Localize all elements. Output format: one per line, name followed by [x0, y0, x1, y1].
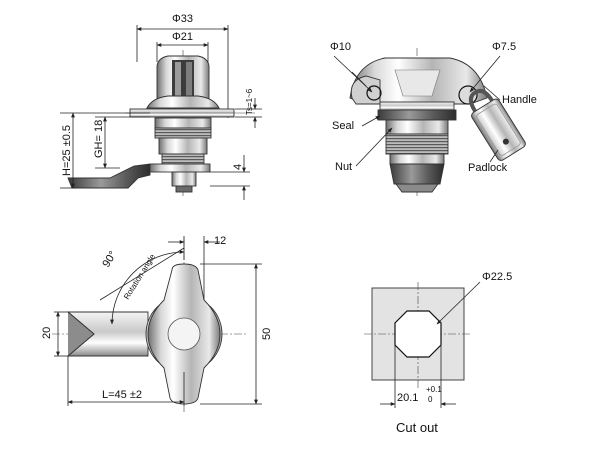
dim-gh: GH= 18 — [93, 120, 105, 158]
rotation-label: Rotation angle — [122, 252, 157, 301]
dim-20: 20 — [41, 327, 53, 339]
top-view: 90° Rotation angle 12 20 50 L=45 ±2 — [41, 235, 273, 412]
cutout-dia: Φ22.5 — [482, 271, 512, 283]
cutout-hole — [394, 310, 442, 358]
angle-90: 90° — [100, 249, 119, 269]
hole-10 — [366, 85, 382, 101]
padlock — [468, 88, 526, 161]
cutout-view: Φ22.5 20.1 +0.1 0 Cut out — [364, 271, 512, 435]
label-nut: Nut — [335, 161, 352, 173]
label-handle: Handle — [502, 94, 537, 106]
dim-h: H=25 ±0.5 — [61, 125, 73, 176]
dim-length: L=45 ±2 — [102, 389, 142, 401]
label-seal: Seal — [332, 120, 354, 132]
nut — [158, 137, 208, 155]
cutout-tol-minus: 0 — [428, 395, 433, 404]
cutout-width: 20.1 — [397, 392, 418, 404]
cutout-tol-plus: +0.1 — [426, 385, 442, 394]
label-dia-7-5: Φ7.5 — [492, 41, 516, 53]
label-dia-10: Φ10 — [330, 41, 351, 53]
rotation-arc — [110, 250, 185, 325]
dim-dia-21: Φ21 — [172, 31, 193, 43]
callout-view: Φ10 Φ7.5 Handle Seal Nut Padlock — [330, 41, 537, 198]
label-padlock: Padlock — [468, 162, 508, 174]
dim-50: 50 — [261, 328, 273, 340]
cutout-caption: Cut out — [396, 420, 438, 435]
seal — [377, 109, 457, 121]
dim-4: 4 — [232, 164, 244, 170]
dim-dia-33: Φ33 — [172, 13, 193, 25]
dim-ts: Ts=1~6 — [245, 88, 254, 115]
cam-tongue — [67, 163, 151, 189]
thread — [154, 127, 212, 139]
dim-12: 12 — [214, 235, 226, 247]
nut-body — [389, 153, 445, 165]
side-view: Φ33 Φ21 Ts=1~6 H=25 — [60, 13, 262, 200]
